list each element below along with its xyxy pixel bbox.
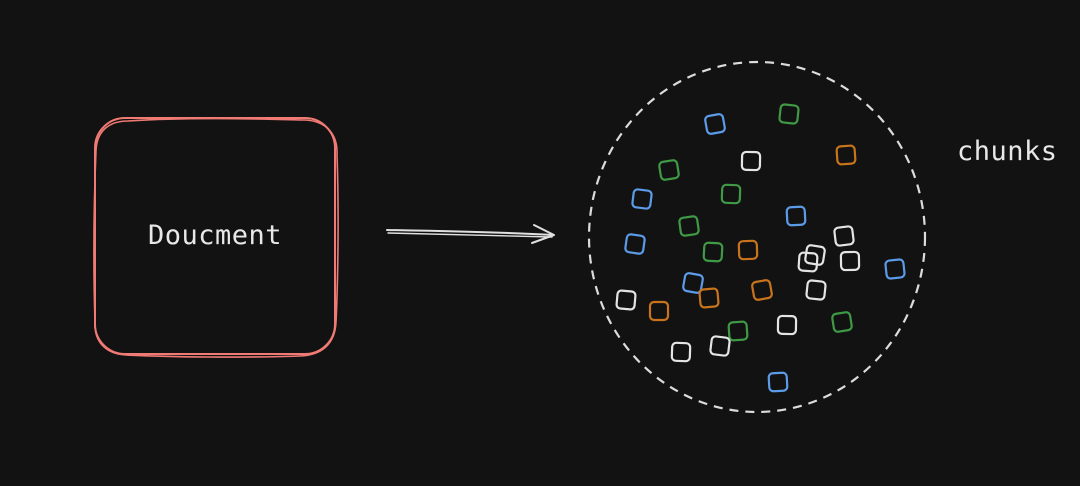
chunk-square-blue: [682, 272, 704, 294]
chunk-square-blue: [704, 113, 726, 135]
chunk-square-blue: [631, 188, 653, 210]
chunk-square-orange: [737, 239, 759, 261]
chunk-squares: [615, 103, 906, 393]
chunk-square-orange: [698, 287, 720, 309]
arrowhead: [531, 224, 555, 244]
chunk-square-white: [740, 150, 762, 172]
document-box: Doucment: [93, 117, 339, 358]
chunk-square-white: [776, 314, 798, 336]
arrow-shaft-sketch: [387, 232, 553, 238]
document-box-outline-sketch: [93, 117, 339, 358]
chunk-square-orange: [648, 300, 670, 322]
chunk-square-green: [720, 183, 742, 205]
chunks-label: chunks: [957, 136, 1058, 167]
arrow: [386, 224, 555, 244]
chunk-square-blue: [884, 258, 906, 280]
chunk-square-orange: [835, 144, 857, 166]
chunk-square-white: [797, 251, 819, 273]
chunk-square-green: [658, 159, 680, 181]
chunk-square-white: [804, 244, 826, 266]
chunk-square-green: [831, 311, 853, 333]
chunk-square-green: [778, 103, 800, 125]
chunk-square-white: [615, 289, 637, 311]
chunk-square-blue: [767, 371, 789, 393]
chunk-square-white: [833, 225, 855, 247]
chunk-square-white: [709, 335, 731, 357]
arrow-shaft: [386, 229, 554, 236]
chunks-circle: [587, 60, 927, 414]
chunk-square-blue: [785, 205, 807, 227]
chunk-square-white: [670, 341, 692, 363]
chunk-square-orange: [751, 279, 773, 301]
chunk-square-green: [727, 320, 749, 342]
chunk-square-white: [805, 279, 827, 301]
chunk-square-green: [678, 215, 700, 237]
document-label: Doucment: [148, 220, 282, 251]
chunk-square-green: [702, 241, 724, 263]
chunk-square-white: [839, 250, 861, 272]
chunk-square-blue: [624, 233, 646, 255]
